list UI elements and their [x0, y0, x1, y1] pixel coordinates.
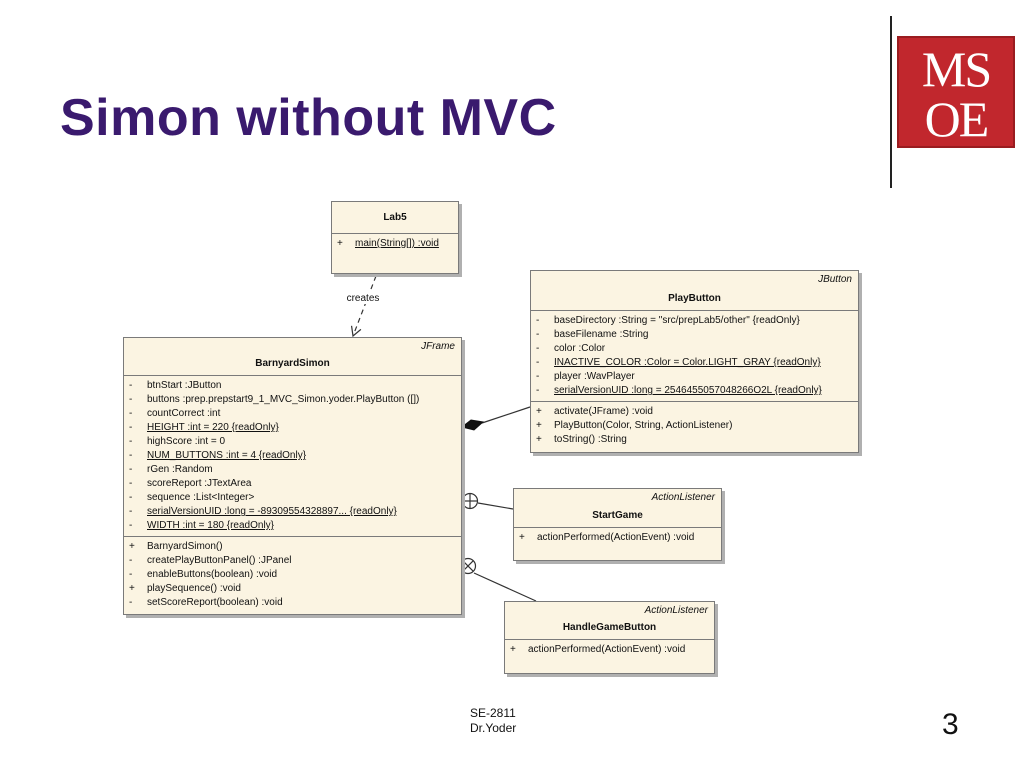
course-code: SE-2811: [470, 706, 516, 720]
operation-row: +actionPerformed(ActionEvent) :void: [519, 532, 695, 543]
page-number: 3: [942, 708, 959, 741]
attribute-row: -serialVersionUID :long = -8930955432889…: [129, 506, 397, 517]
header-divider: [890, 16, 892, 188]
lab5-class-name: Lab5: [383, 212, 407, 223]
lab5-class: Lab5 +main(String[]) :void: [331, 201, 459, 274]
msoe-logo: MS OE: [897, 36, 1015, 148]
barnyardsimon-class: JFrame BarnyardSimon -btnStart :JButton …: [123, 337, 462, 615]
lab5-operations: +main(String[]) :void: [332, 234, 458, 254]
attribute-row: -buttons :prep.prepstart9_1_MVC_Simon.yo…: [129, 394, 420, 405]
attribute-row: -HEIGHT :int = 220 {readOnly}: [129, 422, 279, 433]
attribute-row: -sequence :List<Integer>: [129, 492, 255, 503]
logo-line-2: OE: [924, 91, 990, 147]
startgame-class-name: StartGame: [592, 510, 643, 521]
attribute-row: -INACTIVE_COLOR :Color = Color.LIGHT_GRA…: [536, 357, 821, 368]
barnyardsimon-operations: +BarnyardSimon() -createPlayButtonPanel(…: [124, 537, 461, 613]
operation-row: -createPlayButtonPanel() :JPanel: [129, 555, 292, 566]
operation-row: +BarnyardSimon(): [129, 541, 223, 552]
attribute-row: -highScore :int = 0: [129, 436, 226, 447]
attribute-row: -baseDirectory :String = "src/prepLab5/o…: [536, 315, 800, 326]
barnyardsimon-class-name: BarnyardSimon: [255, 358, 330, 369]
handlegamebutton-class-name: HandleGameButton: [562, 622, 657, 633]
operation-row: +playSequence() :void: [129, 583, 241, 594]
playbutton-header: JButton PlayButton: [531, 271, 858, 311]
composition-line: [481, 406, 531, 424]
attribute-row: -btnStart :JButton: [129, 380, 222, 391]
creates-label: creates: [347, 293, 380, 304]
operation-row: +toString() :String: [536, 434, 627, 445]
attribute-row: -NUM_BUTTONS :int = 4 {readOnly}: [129, 450, 307, 461]
logo-line-1: MS: [921, 41, 992, 97]
playbutton-attributes: -baseDirectory :String = "src/prepLab5/o…: [531, 311, 858, 402]
handlegamebutton-class: ActionListener HandleGameButton +actionP…: [504, 601, 715, 674]
creates-dependency-line: [350, 275, 377, 338]
startgame-stereotype: ActionListener: [651, 492, 715, 503]
operation-row: -enableButtons(boolean) :void: [129, 569, 278, 580]
operation-row: +actionPerformed(ActionEvent) :void: [510, 644, 686, 655]
slide-footer: SE-2811 Dr.Yoder: [470, 706, 516, 736]
attribute-row: -countCorrect :int: [129, 408, 221, 419]
startgame-header: ActionListener StartGame: [514, 489, 721, 528]
barnyardsimon-stereotype: JFrame: [421, 341, 455, 352]
operation-row: +PlayButton(Color, String, ActionListene…: [536, 420, 733, 431]
barnyardsimon-header: JFrame BarnyardSimon: [124, 338, 461, 376]
operation-row: +activate(JFrame) :void: [536, 406, 653, 417]
author-name: Dr.Yoder: [470, 721, 517, 735]
playbutton-operations: +activate(JFrame) :void +PlayButton(Colo…: [531, 402, 858, 450]
playbutton-class-name: PlayButton: [668, 293, 721, 304]
operation-row: +main(String[]) :void: [337, 238, 439, 249]
attribute-row: -color :Color: [536, 343, 606, 354]
barnyardsimon-attributes: -btnStart :JButton -buttons :prep.prepst…: [124, 376, 461, 537]
attribute-row: -scoreReport :JTextArea: [129, 478, 252, 489]
handlegamebutton-nesting-line: [473, 572, 537, 602]
operation-row: -setScoreReport(boolean) :void: [129, 597, 283, 608]
attribute-row: -player :WavPlayer: [536, 371, 635, 382]
attribute-row: -serialVersionUID :long = 25464550570482…: [536, 385, 822, 396]
playbutton-stereotype: JButton: [818, 274, 852, 285]
startgame-class: ActionListener StartGame +actionPerforme…: [513, 488, 722, 561]
handlegamebutton-operations: +actionPerformed(ActionEvent) :void: [505, 640, 714, 660]
slide-title: Simon without MVC: [60, 89, 557, 147]
attribute-row: -WIDTH :int = 180 {readOnly}: [129, 520, 275, 531]
handlegamebutton-stereotype: ActionListener: [644, 605, 708, 616]
composition-diamond: [460, 419, 485, 431]
playbutton-class: JButton PlayButton -baseDirectory :Strin…: [530, 270, 859, 453]
startgame-nesting-line: [477, 502, 514, 510]
creates-label-bg: [342, 290, 384, 304]
startgame-operations: +actionPerformed(ActionEvent) :void: [514, 528, 721, 548]
lab5-header: Lab5: [332, 202, 458, 234]
attribute-row: -rGen :Random: [129, 464, 213, 475]
handlegamebutton-header: ActionListener HandleGameButton: [505, 602, 714, 640]
attribute-row: -baseFilename :String: [536, 329, 649, 340]
